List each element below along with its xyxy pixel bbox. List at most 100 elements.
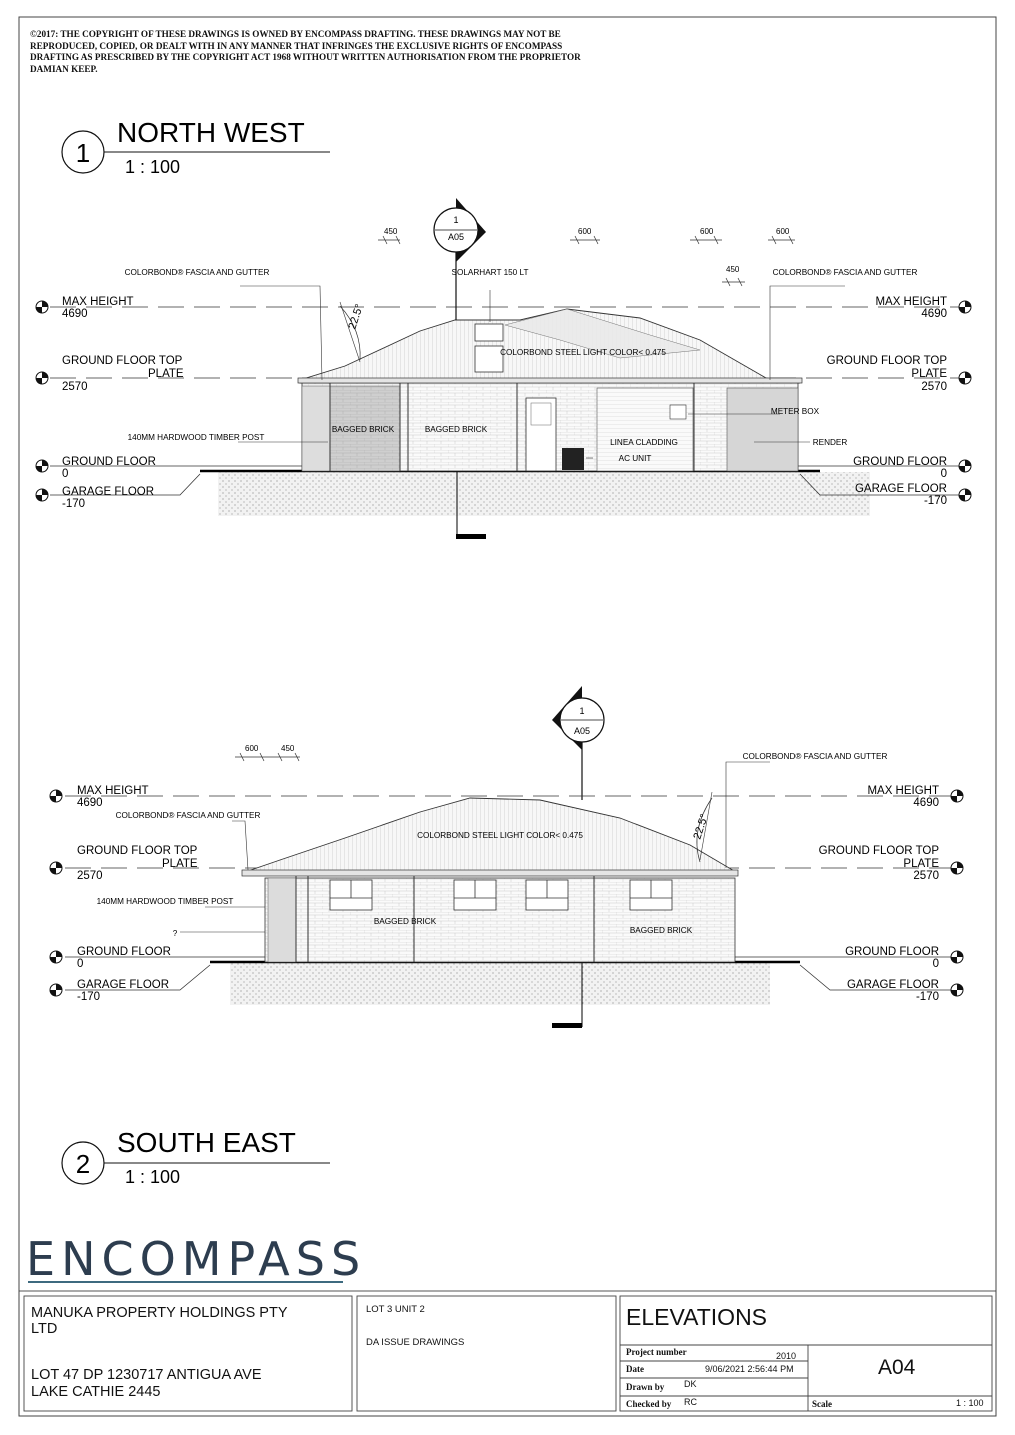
view-scale: 1 : 100 (125, 157, 180, 177)
render-wall (726, 387, 799, 472)
note-fascia-left: COLORBOND® FASCIA AND GUTTER (125, 268, 270, 277)
dimension-label: 450 (726, 265, 740, 274)
note-fascia-right: COLORBOND® FASCIA AND GUTTER (743, 752, 888, 761)
level-label: GROUND FLOOR (77, 946, 171, 958)
view-tag-1: 1 NORTH WEST 1 : 100 (61, 117, 330, 177)
solar-tank (474, 345, 504, 373)
dimension-label: 450 (281, 744, 295, 753)
title-block (18, 1290, 997, 1417)
note-roof: COLORBOND STEEL LIGHT COLOR< 0.475 (500, 348, 666, 357)
gutter (241, 869, 739, 877)
level-value: 2570 (77, 870, 103, 882)
client-name: MANUKA PROPERTY HOLDINGS PTY LTD (31, 1305, 288, 1337)
note-brick-1: BAGGED BRICK (332, 425, 395, 434)
date-value: 9/06/2021 2:56:44 PM (705, 1364, 794, 1374)
level-markers-right (950, 789, 964, 997)
section-marker-number: 1 (453, 215, 458, 225)
view-number: 2 (76, 1149, 90, 1179)
level-markers-left (49, 789, 63, 997)
note-ac: AC UNIT (619, 454, 652, 463)
level-value: 4690 (921, 308, 947, 320)
level-value: 2570 (62, 381, 88, 393)
ground-hatch (218, 472, 870, 516)
solar-panel (474, 323, 504, 342)
level-label: PLATE (148, 368, 184, 380)
level-label: MAX HEIGHT (867, 785, 939, 797)
dimension-label: 600 (245, 744, 259, 753)
level-value: -170 (924, 495, 947, 507)
encompass-logo: ENCOMPASS (26, 1232, 367, 1286)
view-north-west: 1 NORTH WEST 1 : 100 (35, 117, 972, 539)
project-number: 2010 (776, 1351, 797, 1361)
dimension-label: 450 (384, 227, 398, 236)
scale-label: Scale (812, 1399, 832, 1409)
level-label: GARAGE FLOOR (77, 979, 169, 991)
note-fascia-right: COLORBOND® FASCIA AND GUTTER (773, 268, 918, 277)
lot-unit: LOT 3 UNIT 2 (366, 1304, 425, 1315)
address-line-2: LAKE CATHIE 2445 (31, 1384, 161, 1400)
view-south-east: 22.5° 1 A05 600 450 MAX HEI (49, 686, 964, 1187)
level-value: -170 (77, 991, 100, 1003)
level-value: 0 (62, 468, 68, 480)
scale-value: 1 : 100 (956, 1398, 984, 1408)
sheet-title: ELEVATIONS (626, 1304, 768, 1330)
level-value: 2570 (913, 870, 939, 882)
level-value: 0 (933, 958, 939, 970)
level-value: 0 (941, 468, 947, 480)
level-value: 4690 (77, 797, 103, 809)
level-value: -170 (916, 991, 939, 1003)
level-label: GROUND FLOOR TOP (77, 845, 198, 857)
level-label: PLATE (903, 858, 939, 870)
roof-south-east (244, 797, 738, 873)
level-label: GARAGE FLOOR (62, 486, 154, 498)
note-unknown: ? (173, 929, 178, 938)
note-brick-1: BAGGED BRICK (374, 917, 437, 926)
level-value: 0 (77, 958, 83, 970)
section-marker-sheet: A05 (574, 726, 590, 736)
checked-by-label: Checked by (626, 1399, 672, 1409)
dimension-label: 600 (700, 227, 714, 236)
section-marker-sheet: A05 (448, 232, 464, 242)
gutter (297, 377, 803, 384)
level-label: GARAGE FLOOR (847, 979, 939, 991)
level-label: GROUND FLOOR TOP (62, 355, 183, 367)
level-label: GARAGE FLOOR (855, 483, 947, 495)
level-value: -170 (62, 498, 85, 510)
note-post: 140MM HARDWOOD TIMBER POST (97, 897, 234, 906)
level-label: GROUND FLOOR TOP (819, 845, 940, 857)
level-value: 2570 (921, 381, 947, 393)
sheet-number: A04 (878, 1356, 916, 1379)
view-title: NORTH WEST (117, 117, 305, 148)
section-marker-number: 1 (579, 706, 584, 716)
ground-hatch (230, 963, 770, 1005)
meter-box (669, 404, 687, 420)
view-number: 1 (76, 138, 90, 168)
view-tag-2: 2 SOUTH EAST 1 : 100 (61, 1127, 330, 1187)
section-marker: 1 A05 (552, 686, 605, 750)
address-line-1: LOT 47 DP 1230717 ANTIGUA AVE (31, 1367, 262, 1383)
level-label: PLATE (911, 368, 947, 380)
windows (329, 879, 673, 911)
level-label: PLATE (162, 858, 198, 870)
level-value: 4690 (62, 308, 88, 320)
level-markers-right (958, 300, 972, 502)
level-label: GROUND FLOOR (62, 456, 156, 468)
note-post: 140MM HARDWOOD TIMBER POST (128, 433, 265, 442)
linea-cladding (596, 387, 694, 472)
level-label: GROUND FLOOR TOP (827, 355, 948, 367)
drawn-by: DK (684, 1379, 697, 1389)
note-cladding: LINEA CLADDING (610, 438, 678, 447)
level-label: MAX HEIGHT (875, 296, 947, 308)
date-label: Date (626, 1364, 644, 1374)
roof-pitch: 22.5° (691, 813, 710, 841)
note-brick-2: BAGGED BRICK (425, 425, 488, 434)
note-solarhart: SOLARHART 150 LT (452, 268, 529, 277)
level-markers-left (35, 300, 49, 502)
note-fascia-left: COLORBOND® FASCIA AND GUTTER (116, 811, 261, 820)
note-roof: COLORBOND STEEL LIGHT COLOR< 0.475 (417, 831, 583, 840)
client-line-2: LTD (31, 1321, 58, 1337)
client-line-1: MANUKA PROPERTY HOLDINGS PTY (31, 1305, 288, 1321)
note-meter: METER BOX (771, 407, 820, 416)
view-scale: 1 : 100 (125, 1167, 180, 1187)
